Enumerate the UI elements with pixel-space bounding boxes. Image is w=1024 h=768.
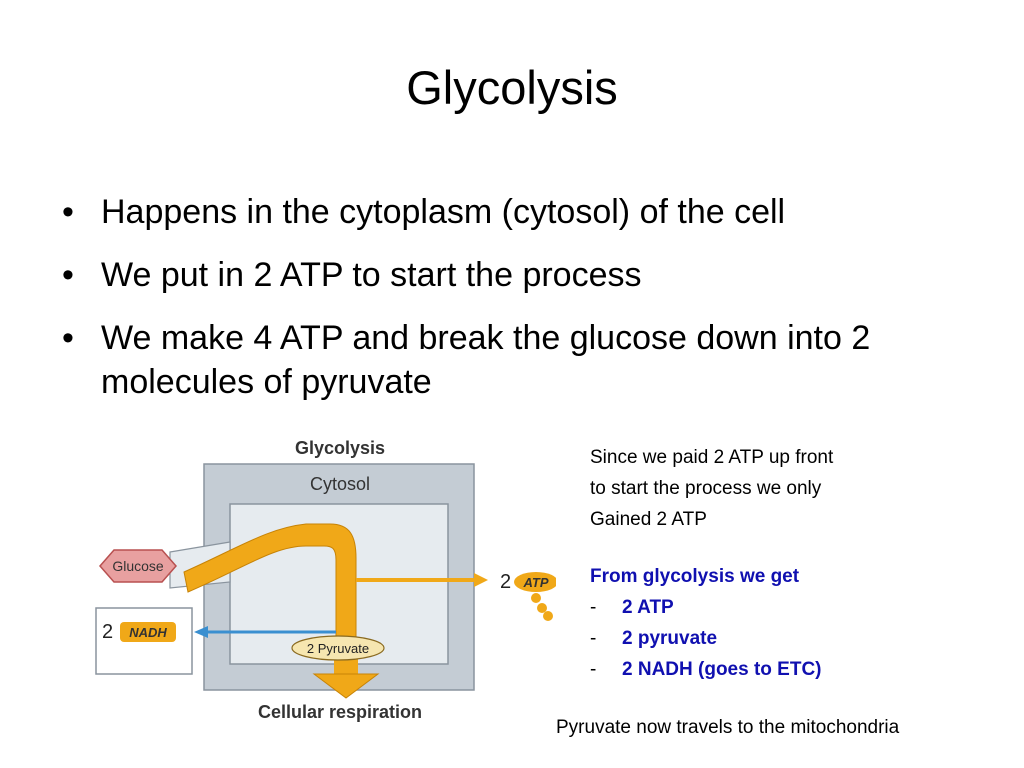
cellular-respiration-label: Cellular respiration — [258, 702, 422, 722]
atp-arrow-head — [474, 573, 488, 587]
products-list: - 2 ATP - 2 pyruvate - 2 NADH (goes to ETC) — [590, 592, 910, 685]
respiration-arrow-head — [312, 673, 380, 699]
side-note-line: Gained 2 ATP — [590, 509, 707, 530]
spacer — [590, 535, 910, 561]
side-note-line: Since we paid 2 ATP up front — [590, 447, 834, 468]
nadh-count: 2 — [102, 621, 113, 643]
bullet-text: Happens in the cytoplasm (cytosol) of th… — [101, 193, 786, 231]
phosphate-dot-icon — [537, 603, 547, 613]
dash-icon: - — [590, 659, 597, 680]
bullet-text: We put in 2 ATP to start the process — [101, 256, 642, 294]
slide-title: Glycolysis — [406, 61, 618, 114]
phosphate-dot-icon — [531, 593, 541, 603]
atp-icon — [514, 572, 556, 592]
atp-count: 2 — [500, 571, 511, 593]
product-item: - 2 pyruvate — [590, 623, 910, 654]
product-item: - 2 NADH (goes to ETC) — [590, 654, 910, 685]
footer-note: Pyruvate now travels to the mitochondria — [556, 717, 900, 738]
cytosol-label: Cytosol — [310, 474, 370, 494]
diagram-title: Glycolysis — [295, 438, 385, 458]
nadh-icon — [120, 622, 176, 642]
nadh-arrow-head — [194, 626, 208, 638]
pyruvate-label: 2 Pyruvate — [307, 641, 369, 656]
product-text: 2 pyruvate — [622, 628, 718, 649]
bullet-text: We make 4 ATP and break the glucose down… — [101, 319, 871, 401]
atp-label: ATP — [522, 575, 548, 590]
glucose-label: Glucose — [112, 558, 164, 574]
bullet-dot-icon: • — [62, 193, 74, 231]
side-note: Since we paid 2 ATP up front to start th… — [590, 442, 910, 685]
bullet-dot-icon: • — [62, 319, 74, 357]
product-text: 2 ATP — [622, 597, 674, 618]
nadh-label: NADH — [129, 625, 167, 640]
product-item: - 2 ATP — [590, 592, 910, 623]
bullet-item: • We put in 2 ATP to start the process — [58, 253, 958, 297]
product-text: 2 NADH (goes to ETC) — [622, 659, 822, 680]
products-heading: From glycolysis we get — [590, 566, 800, 587]
phosphate-dot-icon — [543, 611, 553, 621]
side-note-line: to start the process we only — [590, 478, 822, 499]
dash-icon: - — [590, 597, 597, 618]
glucose-hexagon — [99, 549, 177, 583]
pyruvate-oval — [291, 635, 385, 661]
bullet-item: • Happens in the cytoplasm (cytosol) of t… — [58, 190, 958, 234]
bullet-list: • Happens in the cytoplasm (cytosol) of t… — [58, 190, 958, 423]
dash-icon: - — [590, 628, 597, 649]
bullet-item: • We make 4 ATP and break the glucose dow… — [58, 316, 958, 404]
bullet-dot-icon: • — [62, 256, 74, 294]
glycolysis-diagram: Glycolysis Cytosol 2 ATP Glucose 2 NADH … — [95, 438, 556, 722]
